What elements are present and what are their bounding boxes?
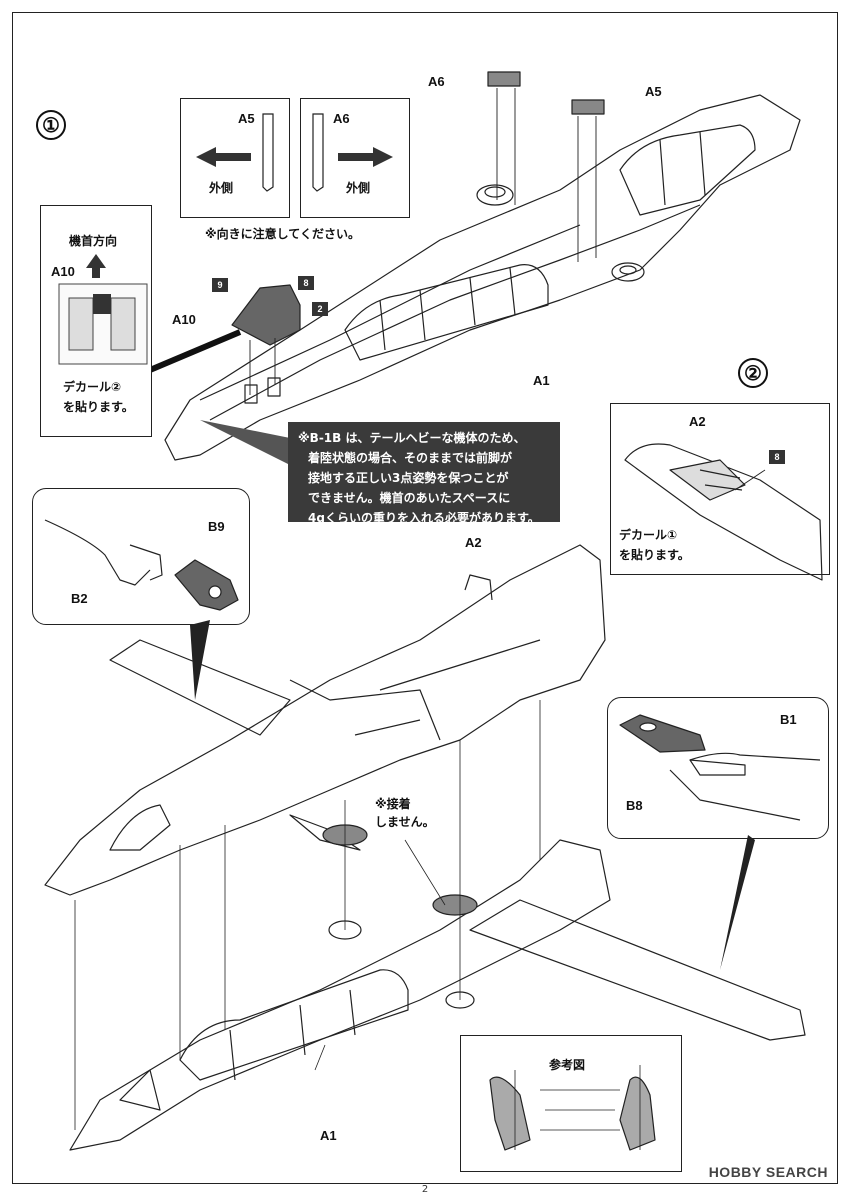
reference-diagram-label: 参考図 <box>549 1058 586 1072</box>
left-arrow-icon <box>196 113 274 192</box>
part-label-a5-box: A5 <box>238 111 255 126</box>
part-b9 <box>174 559 239 611</box>
lower-fuselage-a1-bottom <box>69 839 611 1151</box>
note-line-2: 着陸状態の場合、そのままでは前脚が <box>308 451 513 465</box>
hobby-search-watermark: HOBBY SEARCH <box>708 1164 828 1180</box>
decal2-text-line1: デカール② <box>63 380 122 394</box>
decal2-text-line2: を貼ります。 <box>63 400 134 414</box>
cockpit-tub-a10 <box>231 284 301 346</box>
reference-diagram-box: 参考図 <box>460 1035 682 1172</box>
note-line-1: ※B-1B は、テールヘビーな機体のため、 <box>298 431 526 445</box>
up-arrow-icon <box>58 254 148 365</box>
part-label-b9: B9 <box>208 519 225 534</box>
note-line-5: 4gくらいの重りを入れる必要があります。 <box>308 511 540 525</box>
a10-decal-box: 機首方向 A10 デカール② を貼ります。 <box>40 205 152 437</box>
a6-orientation-box: A6 外側 <box>300 98 410 218</box>
note-line-4: できません。機首のあいたスペースに <box>308 491 511 505</box>
right-arrow-icon <box>312 113 393 192</box>
nacelle-hump-2 <box>619 124 756 216</box>
decal1-text-line2: を貼ります。 <box>619 548 690 562</box>
wing-pivot-ring-2 <box>611 262 645 282</box>
part-label-b1: B1 <box>780 712 797 727</box>
nose-direction-label: 機首方向 <box>69 234 118 248</box>
no-glue-note-line2: しません。 <box>375 815 435 829</box>
left-swept-wing <box>109 639 291 736</box>
part-label-a6: A6 <box>428 74 445 89</box>
part-label-b8: B8 <box>626 798 643 813</box>
no-glue-note-line1: ※接着 <box>375 797 411 811</box>
page-number: 2 <box>421 1184 429 1195</box>
note-line-3: 接地する正しい3点姿勢を保つことが <box>308 471 509 485</box>
wing-pivot-ring-1 <box>476 184 514 206</box>
part-label-b2: B2 <box>71 591 88 606</box>
a5-orientation-box: A5 外側 <box>180 98 290 218</box>
part-a5 <box>571 99 605 115</box>
page-frame <box>12 12 838 1184</box>
part-label-a6-box: A6 <box>333 111 350 126</box>
nacelle-hump-1 <box>344 264 549 361</box>
part-label-a5: A5 <box>645 84 662 99</box>
upper-fuselage-a2 <box>44 544 606 896</box>
part-label-a1-bottom: A1 <box>320 1128 337 1143</box>
decal-number-8: 8 <box>298 276 314 290</box>
right-swept-wing <box>469 899 806 1041</box>
part-a6 <box>487 71 521 87</box>
outside-label-right: 外側 <box>346 181 371 195</box>
b9-detail-callout: B9 B2 <box>32 488 250 625</box>
part-label-a1-top: A1 <box>533 373 550 388</box>
tail-heavy-weight-note: ※B-1B は、テールヘビーな機体のため、 着陸状態の場合、そのままでは前脚が … <box>288 422 560 525</box>
decal-number-9: 9 <box>212 278 228 292</box>
step-1-marker: ① <box>36 110 66 140</box>
fuselage-lower-half-a1 <box>164 94 801 461</box>
decal-number-8-step2: 8 <box>769 450 785 464</box>
b8-detail-callout: B1 B8 <box>607 697 829 839</box>
orientation-note: ※向きに注意してください。 <box>205 227 360 241</box>
decal-number-2: 2 <box>312 302 328 316</box>
step-2-marker: ② <box>738 358 768 388</box>
part-label-a2-main: A2 <box>465 535 482 550</box>
part-label-a2-step2: A2 <box>689 414 706 429</box>
outside-label-left: 外側 <box>209 181 234 195</box>
decal1-text-line1: デカール① <box>619 528 678 542</box>
part-label-a10: A10 <box>172 312 196 327</box>
part-label-a10-box: A10 <box>51 264 75 279</box>
step2-decal-box: A2 8 デカール① を貼ります。 <box>610 403 830 575</box>
